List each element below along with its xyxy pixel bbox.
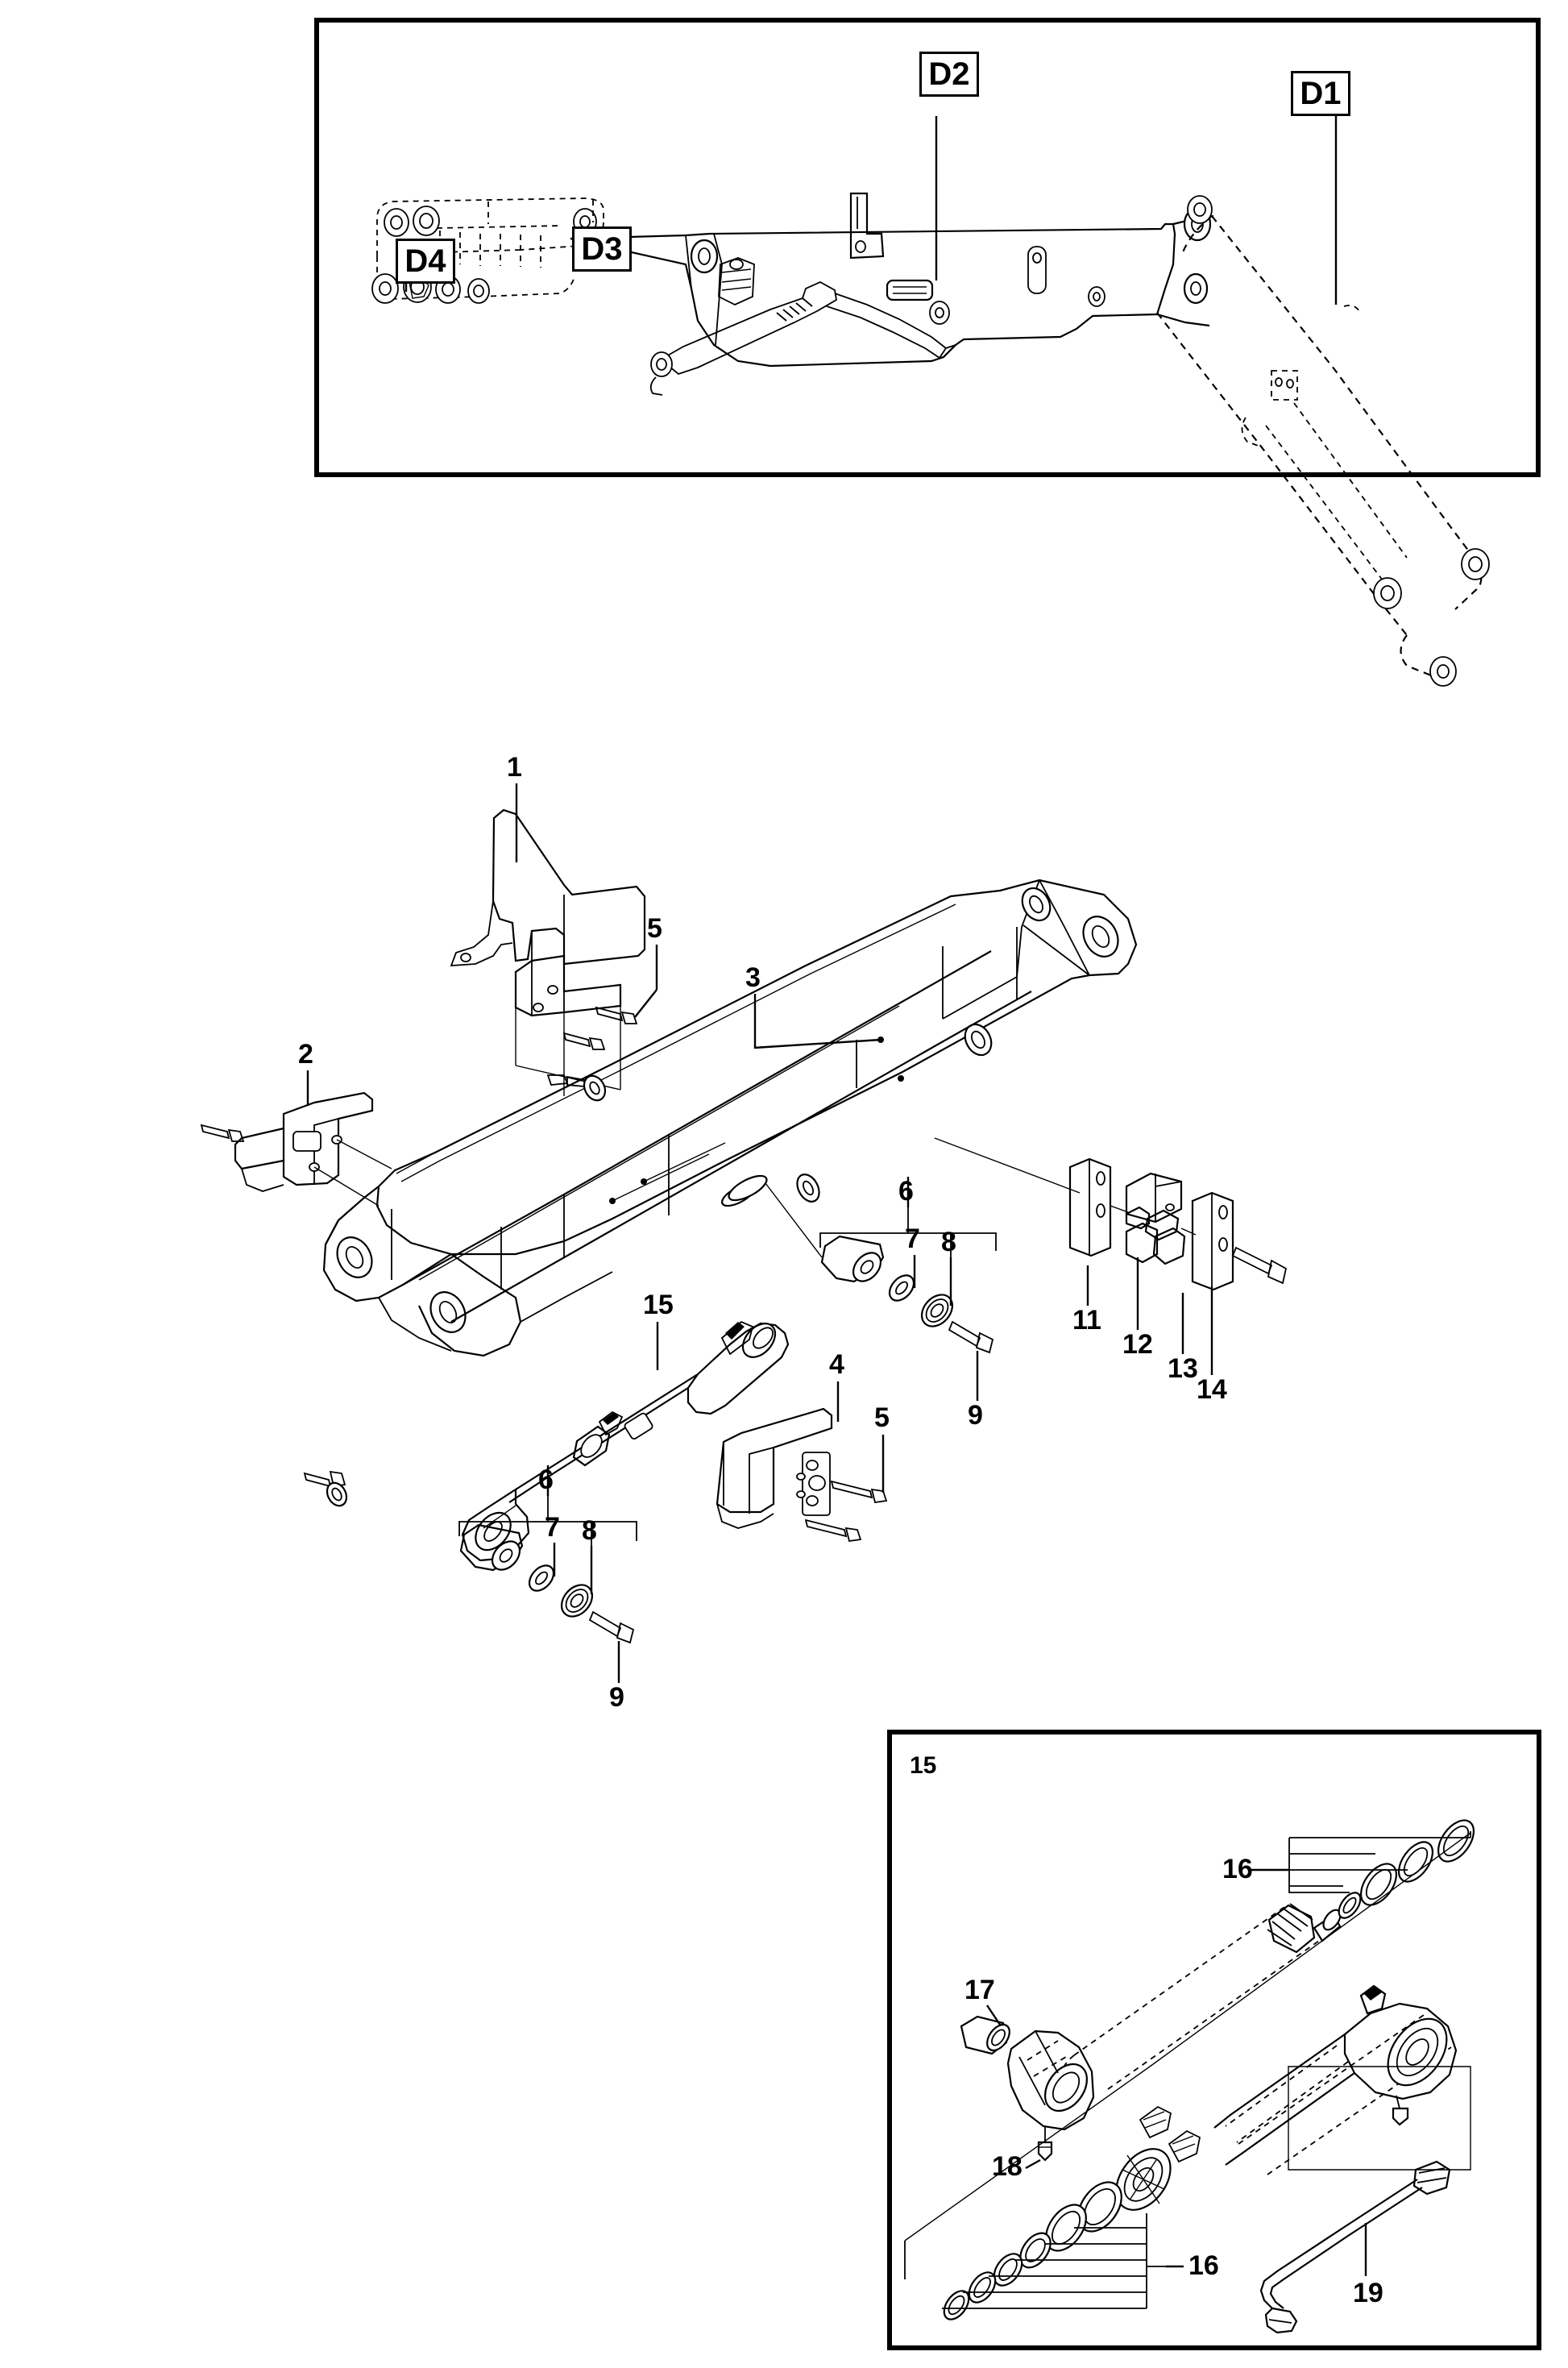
piston-seal-stack [942, 2105, 1201, 2320]
label-d1-text: D1 [1300, 75, 1342, 111]
callout-5-top: 5 [647, 913, 662, 944]
callout-12: 12 [1122, 1329, 1153, 1360]
ghost-dipper-d1 [1156, 195, 1490, 687]
part-17-bushing-and-eye [960, 2015, 1095, 2162]
label-d3: D3 [572, 226, 632, 272]
label-d4-text: D4 [404, 243, 446, 279]
part-19-hydraulic-tube [1259, 2066, 1471, 2334]
overview-panel: D1 D2 D3 D4 [314, 18, 1541, 687]
boom-arm-part3 [322, 879, 1138, 1357]
detail-callout-17: 17 [964, 1975, 995, 2005]
label-d3-text: D3 [581, 231, 623, 267]
callout-8-upper: 8 [941, 1227, 956, 1257]
label-d1: D1 [1291, 71, 1350, 116]
callout-4: 4 [829, 1349, 844, 1380]
callout-13: 13 [1168, 1353, 1198, 1384]
label-d2: D2 [919, 52, 979, 97]
bolt-washer-cylinder-left [303, 1470, 348, 1507]
cylinder-detail-panel: 15 16 16 17 18 19 [887, 1730, 1541, 2350]
bushing-kit-lower [458, 1496, 637, 1644]
callout-5-bottom: 5 [874, 1402, 890, 1433]
washer-and-pin-upper [546, 1074, 607, 1102]
label-d2-text: D2 [928, 56, 970, 92]
callout-2: 2 [298, 1039, 313, 1070]
callout-15-main: 15 [643, 1290, 674, 1320]
part-4-bracket [716, 1407, 888, 1543]
detail-callout-19: 19 [1353, 2278, 1383, 2308]
leader-18 [1025, 2158, 1041, 2170]
detail-callout-18: 18 [992, 2151, 1023, 2182]
detail-callout-16-upper: 16 [1222, 1854, 1253, 1884]
callout-14: 14 [1197, 1374, 1227, 1405]
detail-panel-number: 15 [910, 1752, 937, 1779]
part-2-bracket [200, 1091, 392, 1207]
callout-9-lower: 9 [609, 1682, 624, 1713]
overview-boom-arm [570, 192, 1214, 368]
callout-1: 1 [507, 752, 522, 783]
bushing-kit-upper [819, 1207, 997, 1354]
callout-leaders [306, 783, 1213, 1683]
callout-3: 3 [745, 962, 761, 993]
hose-clamp-assembly [934, 1137, 1288, 1291]
leader-17 [986, 2004, 1001, 2025]
part-5-bolts-top [562, 1006, 638, 1050]
cylinder-barrel [1213, 1984, 1458, 2166]
cylinder-detail-drawing [904, 1819, 1475, 2334]
callout-6-upper: 6 [898, 1176, 914, 1207]
label-d4: D4 [396, 239, 455, 284]
callout-8-lower: 8 [582, 1515, 597, 1546]
callout-9-upper: 9 [968, 1400, 983, 1431]
piston-rod-head [1267, 1819, 1475, 1954]
callout-11: 11 [1072, 1305, 1101, 1336]
ghost-cylinder-d3 [649, 257, 956, 396]
part-15-cylinder [461, 1320, 790, 1562]
part-1-guard-plate [450, 808, 646, 1096]
detail-callout-16-lower: 16 [1188, 2250, 1219, 2281]
